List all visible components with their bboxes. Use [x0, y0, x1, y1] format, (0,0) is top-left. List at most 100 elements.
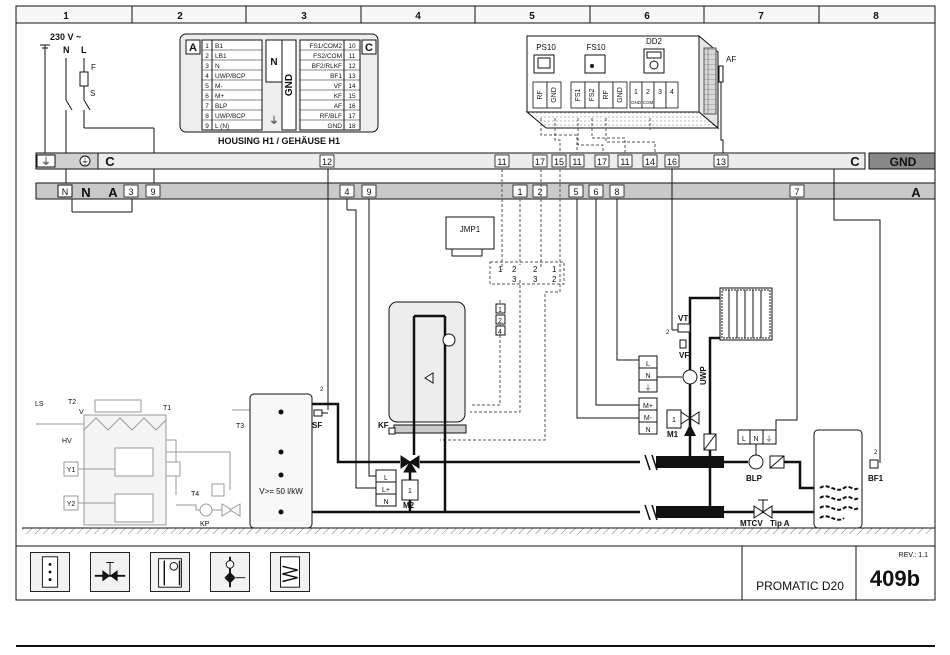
hydraulic-pipes [312, 296, 820, 521]
housing-a-terminal-number: 8 [205, 113, 209, 120]
wire-count-label: 2 [874, 450, 878, 456]
c-bus-terminal: 15 [554, 157, 564, 167]
a-bus-n-small: N [62, 187, 69, 197]
housing-c-terminal-number: 16 [348, 103, 356, 110]
column-header: 1 2 3 4 5 6 7 8 [15, 5, 936, 24]
jumper-num: 1 [498, 265, 503, 274]
a-bus-n-big: N [81, 185, 90, 200]
jumper-num: 2 [512, 265, 517, 274]
revision: REV.: 1.1 [899, 552, 928, 559]
m2-terminal: N [383, 499, 388, 506]
m1-terminal: M+ [643, 403, 653, 410]
kf-label: KF [378, 421, 389, 430]
housing-c-terminal-number: 18 [348, 123, 356, 130]
power-supply: 230 V ~ N L F S [40, 32, 155, 213]
dhw-tank: BF1 2 [813, 429, 884, 529]
jumper-title: JMP1 [460, 225, 481, 234]
dd2-pin: 1 [634, 89, 638, 96]
housing-a-terminal-number: 2 [205, 53, 209, 60]
boiler-pump-icon [150, 552, 190, 592]
housing-a-terminal-number: 3 [205, 63, 209, 70]
dd2-sub-label: COM [643, 100, 654, 105]
housing-c-terminal-number: 15 [348, 93, 356, 100]
a-bus-terminal: 6 [593, 187, 598, 197]
c-bus-terminal: 11 [497, 157, 506, 167]
housing-c-terminal-number: 11 [349, 53, 356, 60]
room-unit-wiring [540, 92, 724, 153]
a-bus-label: A [108, 185, 118, 200]
housing-a-terminal-name: BLP [215, 103, 227, 110]
a-bus-terminal: 2 [537, 187, 542, 197]
m1-terminal: N [645, 427, 650, 434]
ps10-label: PS10 [536, 43, 556, 52]
housing-c-terminal-number: 13 [348, 73, 356, 80]
column-number: 7 [758, 11, 764, 22]
svg-text:⏚: ⏚ [269, 115, 279, 127]
m2-terminal: L [384, 475, 388, 482]
housing-a-terminal-number: 7 [205, 103, 209, 110]
a-bus-terminal: 3 [128, 187, 133, 197]
column-number: 8 [873, 11, 879, 22]
supply-l: L [81, 45, 87, 55]
ps10-pin: RF [537, 90, 544, 99]
c-bus-terminal: 11 [572, 157, 581, 167]
housing-gnd-label: GND [284, 74, 295, 96]
solid-fuel-boiler: T2 LS T1 V HV Y1 Y2 T3 T4 KP [35, 399, 250, 528]
field-wiring [327, 169, 881, 489]
jumper-stack-num: 4 [498, 329, 502, 336]
a-bus-terminal: 5 [573, 187, 578, 197]
diagram-code: 409b [870, 566, 920, 591]
c-bus-end-label: C [850, 154, 860, 169]
vt-label: VT [678, 314, 688, 323]
housing-a-terminal-number: 5 [205, 83, 209, 90]
housing-c-terminal-name: VF [334, 83, 342, 90]
housing-n-label: N [270, 57, 277, 68]
a-bus-terminal: 9 [150, 187, 155, 197]
dd2-sub-label: GND [631, 100, 642, 105]
housing-a-terminal-name: UWP/BCP [215, 73, 245, 80]
housing-a-terminal-name: LB1 [215, 53, 227, 60]
svg-text:⏚: ⏚ [81, 157, 89, 166]
product-name: PROMATIC D20 [756, 579, 844, 593]
blp-terminal: L [742, 436, 746, 443]
column-number: 6 [644, 11, 650, 22]
jumper-num: 3 [512, 275, 517, 284]
a-bus-terminal: 7 [794, 187, 799, 197]
jumper-jmp1: JMP1 1 2 2 1 3 3 2 1 2 4 [445, 216, 565, 336]
terminal-strip-icon [30, 552, 70, 592]
dhw-tank-icon [270, 552, 310, 592]
mtcv-label: MTCV [740, 519, 763, 528]
housing-a-terminal-number: 9 [205, 123, 209, 130]
c-bus-terminal: 11 [620, 157, 629, 167]
boiler-t4-label: T4 [191, 491, 199, 498]
supply-voltage: 230 V ~ [50, 32, 81, 42]
boiler-t3-label: T3 [236, 423, 244, 430]
dd2-pin: 3 [658, 89, 662, 96]
uwp-terminal: N [645, 373, 650, 380]
boiler-t2-label: T2 [68, 399, 76, 406]
boiler-y1-label: Y1 [67, 467, 76, 474]
fuse-label: F [91, 63, 96, 72]
bf1-label: BF1 [868, 474, 884, 483]
c-bus-label: C [105, 154, 115, 169]
c-bus-terminal: 17 [597, 157, 607, 167]
housing-c-terminal-number: 17 [348, 113, 356, 120]
housing-c-label: C [365, 42, 373, 54]
housing-a-terminal-name: M- [215, 83, 223, 90]
tip-a-label: Tip A [770, 519, 790, 528]
blp-terminal: ⏚ [766, 435, 773, 443]
column-number: 5 [529, 11, 535, 22]
buffer-tank-label: V>= 50 l/kW [259, 487, 303, 496]
jumper-num: 2 [533, 265, 538, 274]
heating-boiler: KF [378, 301, 467, 435]
floor [22, 527, 935, 534]
housing-a-terminal-number: 4 [205, 73, 209, 80]
jumper-stack-num: 1 [498, 307, 502, 314]
wire-count-label: 2 [320, 387, 324, 393]
uwp-label: UWP [699, 366, 708, 385]
blp-label: BLP [746, 474, 763, 483]
uwp-terminal: L [646, 361, 650, 368]
footer: PROMATIC D20 REV.: 1.1 409b [16, 545, 935, 647]
